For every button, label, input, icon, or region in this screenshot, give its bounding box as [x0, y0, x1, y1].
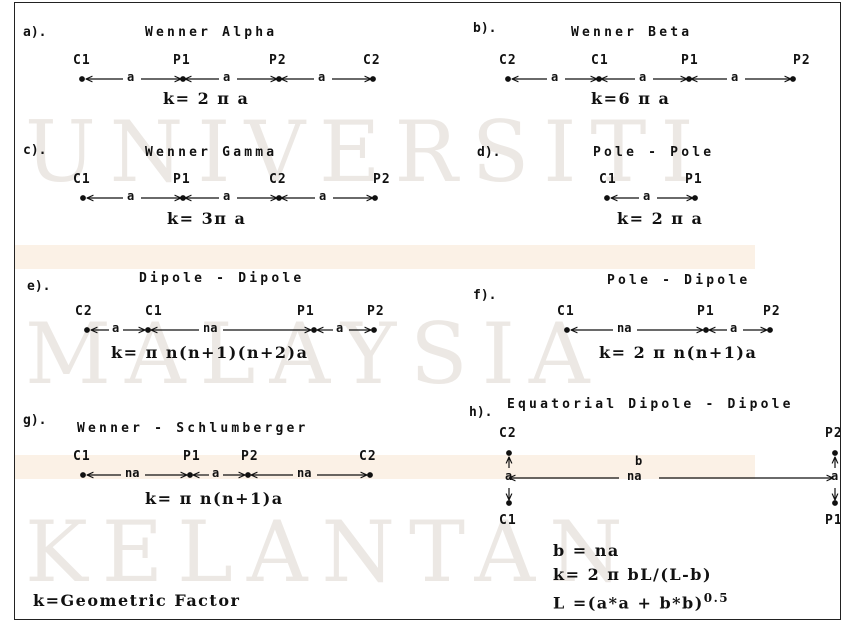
electrode-label: P1 — [697, 304, 715, 319]
formula: b = na — [553, 541, 620, 560]
panel-c-title: Wenner Gamma — [145, 145, 278, 160]
spacing-label: a — [831, 469, 839, 483]
panel-g-label: g). — [23, 413, 47, 428]
spacing-label: na — [627, 469, 642, 483]
spacing-label: b — [635, 454, 643, 468]
spacing-label: na — [203, 321, 218, 335]
spacing-label: a — [127, 189, 135, 203]
spacing-label: a — [730, 321, 738, 335]
watermark-band — [15, 455, 755, 479]
electrode-label: C1 — [73, 449, 91, 464]
spacing-label: na — [617, 321, 632, 335]
panel-h-title: Equatorial Dipole - Dipole — [507, 397, 794, 412]
spacing-label: a — [336, 321, 344, 335]
formula: k= 2 π n(n+1)a — [599, 343, 758, 362]
dipole-dipole-line — [84, 328, 377, 333]
array-lines — [79, 3, 840, 506]
spacing-label: a — [505, 469, 513, 483]
electrode-label: C2 — [269, 172, 287, 187]
electrode-label: C1 — [499, 513, 517, 528]
electrode-label: P2 — [367, 304, 385, 319]
spacing-label: a — [223, 70, 231, 84]
electrode-label: P1 — [681, 53, 699, 68]
formula: L =(a*a + b*b)0.5 — [553, 591, 729, 612]
panel-b-label: b). — [473, 21, 497, 36]
spacing-label: a — [643, 189, 651, 203]
electrode-label: P1 — [297, 304, 315, 319]
spacing-label: a — [731, 70, 739, 84]
watermark-line-3: KELANTAN — [25, 503, 637, 601]
wenner-gamma-line — [80, 196, 378, 201]
panel-b-title: Wenner Beta — [571, 25, 693, 40]
electrode-label: C1 — [591, 53, 609, 68]
electrode-label: C2 — [499, 426, 517, 441]
electrode-label: C1 — [73, 53, 91, 68]
spacing-label: na — [125, 466, 140, 480]
electrode-label: P2 — [241, 449, 259, 464]
spacing-label: a — [639, 70, 647, 84]
pole-dipole-line — [564, 328, 773, 333]
electrode-label: P2 — [793, 53, 811, 68]
panel-d-title: Pole - Pole — [593, 145, 715, 160]
panel-h-label: h). — [469, 405, 493, 420]
electrode-label: P2 — [763, 304, 781, 319]
wenner-beta-line — [505, 77, 796, 82]
spacing-label: a — [319, 189, 327, 203]
electrode-label: P2 — [825, 426, 841, 441]
electrode-label: P1 — [825, 513, 841, 528]
spacing-label: a — [551, 70, 559, 84]
panel-a-label: a). — [23, 25, 47, 40]
panel-d-label: d). — [477, 145, 501, 160]
formula: k= 3π a — [167, 209, 247, 228]
spacing-label: a — [223, 189, 231, 203]
electrode-label: C2 — [363, 53, 381, 68]
formula: k=6 π a — [591, 89, 671, 108]
electrode-label: P1 — [173, 53, 191, 68]
electrode-label: P1 — [685, 172, 703, 187]
formula-base: L =(a*a + b*b) — [553, 593, 704, 613]
electrode-label: P1 — [183, 449, 201, 464]
electrode-label: C1 — [599, 172, 617, 187]
electrode-label: C2 — [499, 53, 517, 68]
spacing-label: a — [212, 466, 220, 480]
spacing-label: na — [297, 466, 312, 480]
watermark-line-1: UNIVERSITI — [25, 103, 708, 201]
watermark-band — [15, 245, 755, 269]
spacing-label: a — [318, 70, 326, 84]
panel-c-label: c). — [23, 143, 47, 158]
electrode-label: C2 — [359, 449, 377, 464]
electrode-label: C2 — [75, 304, 93, 319]
electrode-label: P1 — [173, 172, 191, 187]
panel-f-label: f). — [473, 288, 497, 303]
pole-pole-line — [604, 196, 698, 201]
geometric-factor-note: k=Geometric Factor — [33, 591, 241, 610]
wenner-alpha-line — [79, 77, 376, 82]
formula: k= 2 π a — [163, 89, 250, 108]
panel-e-label: e). — [27, 279, 51, 294]
formula: k= π n(n+1)a — [145, 489, 284, 508]
spacing-label: a — [112, 321, 120, 335]
panel-f-title: Pole - Dipole — [607, 273, 751, 288]
formula-exponent: 0.5 — [703, 591, 730, 605]
electrode-label: C1 — [145, 304, 163, 319]
electrode-label: C1 — [73, 172, 91, 187]
figure-frame: UNIVERSITI MALAYSIA KELANTAN — [14, 2, 841, 620]
panel-e-title: Dipole - Dipole — [139, 271, 305, 286]
electrode-label: P2 — [269, 53, 287, 68]
wenner-schlumberger-line — [80, 473, 373, 478]
panel-g-title: Wenner - Schlumberger — [77, 421, 309, 436]
formula: k= π n(n+1)(n+2)a — [111, 343, 309, 362]
equatorial-dipole-dipole-lines — [507, 450, 838, 506]
spacing-label: a — [127, 70, 135, 84]
formula: k= 2 π a — [617, 209, 704, 228]
electrode-label: C1 — [557, 304, 575, 319]
electrode-label: P2 — [373, 172, 391, 187]
panel-a-title: Wenner Alpha — [145, 25, 278, 40]
watermark-line-2: MALAYSIA — [25, 305, 604, 403]
formula: k= 2 π bL/(L-b) — [553, 565, 713, 584]
